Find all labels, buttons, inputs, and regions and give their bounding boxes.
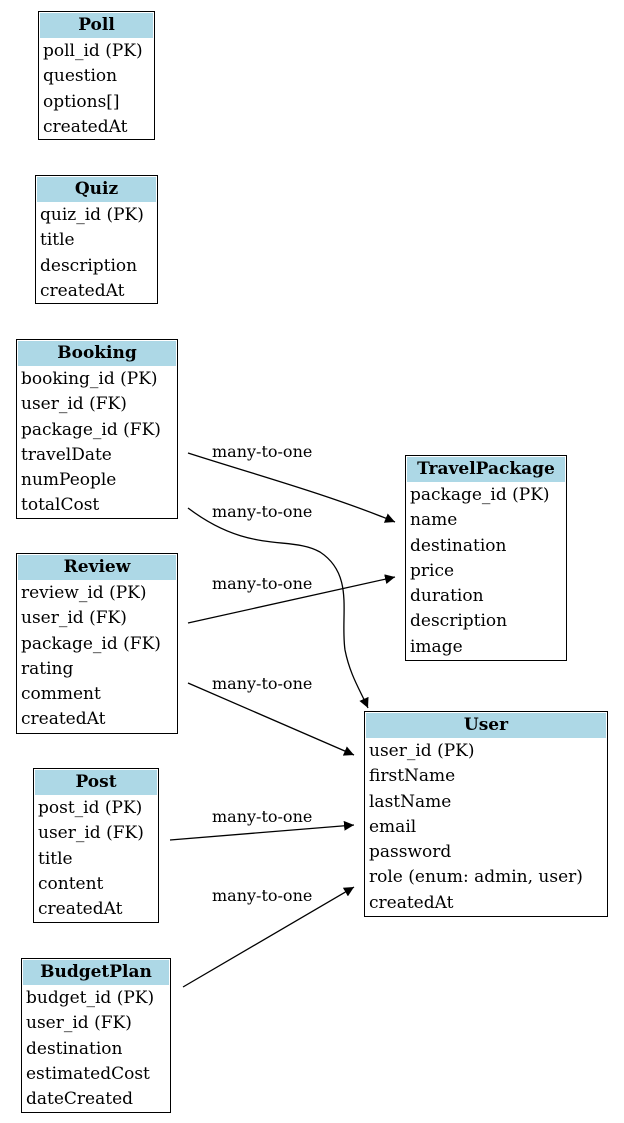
entity-quiz[interactable]: Quiz quiz_id (PK) title description crea… xyxy=(35,175,158,304)
entity-field: budget_id (PK) xyxy=(26,988,155,1008)
edge-review-user: many-to-one xyxy=(187,674,355,756)
entity-field: options[] xyxy=(43,91,120,112)
entity-field: lastName xyxy=(369,791,452,812)
entity-field: image xyxy=(410,636,463,657)
entity-title: User xyxy=(366,713,606,738)
entity-field: post_id (PK) xyxy=(38,798,143,818)
entity-field: firstName xyxy=(369,766,456,787)
entity-field: createdAt xyxy=(369,892,454,913)
entity-title: Review xyxy=(18,555,176,580)
entity-title: Quiz xyxy=(37,177,156,202)
edge-booking-user: many-to-one xyxy=(187,502,369,709)
entity-field: poll_id (PK) xyxy=(43,41,143,61)
entity-field: quiz_id (PK) xyxy=(40,205,144,225)
edge-budgetplan-user: many-to-one xyxy=(182,886,355,988)
entity-field: description xyxy=(410,611,508,632)
entity-field: title xyxy=(40,230,75,251)
entity-poll[interactable]: Poll poll_id (PK) question options[] cre… xyxy=(38,11,155,140)
entity-title: TravelPackage xyxy=(407,457,565,482)
entity-field: email xyxy=(369,816,417,837)
entity-field: package_id (FK) xyxy=(21,419,161,440)
edge-label: many-to-one xyxy=(212,807,312,826)
entity-field: travelDate xyxy=(21,444,112,465)
entity-title: Booking xyxy=(18,341,176,366)
entity-field: role (enum: admin, user) xyxy=(369,867,583,888)
edge-booking-travelpackage: many-to-one xyxy=(187,442,396,523)
entity-field: comment xyxy=(21,684,101,705)
entity-field: description xyxy=(40,255,138,276)
entity-field: estimatedCost xyxy=(26,1063,150,1084)
edge-label: many-to-one xyxy=(212,886,312,905)
entity-field: createdAt xyxy=(40,280,125,301)
entity-review[interactable]: Review review_id (PK) user_id (FK) packa… xyxy=(16,553,178,734)
entity-field: dateCreated xyxy=(26,1089,134,1110)
entity-field: review_id (PK) xyxy=(21,583,147,603)
entity-field: user_id (FK) xyxy=(21,608,127,629)
entity-title: Post xyxy=(35,770,157,795)
entity-field: user_id (FK) xyxy=(26,1013,132,1034)
entity-field: title xyxy=(38,848,73,869)
entity-field: price xyxy=(410,560,455,581)
entity-title: BudgetPlan xyxy=(23,960,169,985)
entity-field: totalCost xyxy=(21,495,100,516)
entity-field: createdAt xyxy=(38,899,123,920)
entity-field: duration xyxy=(410,586,484,607)
entity-field: createdAt xyxy=(21,709,106,730)
edge-label: many-to-one xyxy=(212,442,312,461)
edge-label: many-to-one xyxy=(212,674,312,693)
entity-field: user_id (PK) xyxy=(369,741,475,761)
entity-field: package_id (PK) xyxy=(410,485,550,505)
entity-travelpackage[interactable]: TravelPackage package_id (PK) name desti… xyxy=(405,455,567,661)
entity-field: user_id (FK) xyxy=(21,394,127,415)
entity-post[interactable]: Post post_id (PK) user_id (FK) title con… xyxy=(33,768,159,923)
entity-field: numPeople xyxy=(21,470,117,491)
entity-budgetplan[interactable]: BudgetPlan budget_id (PK) user_id (FK) d… xyxy=(21,958,171,1113)
edge-review-travelpackage: many-to-one xyxy=(187,574,396,624)
entity-booking[interactable]: Booking booking_id (PK) user_id (FK) pac… xyxy=(16,339,178,519)
entity-field: user_id (FK) xyxy=(38,823,144,844)
entity-field: booking_id (PK) xyxy=(21,369,158,389)
entity-field: destination xyxy=(26,1038,123,1059)
entity-field: name xyxy=(410,510,458,531)
entity-field: content xyxy=(38,873,104,894)
entity-title: Poll xyxy=(40,13,153,38)
entity-user[interactable]: User user_id (PK) firstName lastName ema… xyxy=(364,711,608,917)
edge-label: many-to-one xyxy=(212,574,312,593)
edge-post-user: many-to-one xyxy=(169,807,355,841)
entity-field: createdAt xyxy=(43,116,128,137)
entity-field: destination xyxy=(410,535,507,556)
entity-field: package_id (FK) xyxy=(21,633,161,654)
entity-field: question xyxy=(43,66,118,87)
edge-label: many-to-one xyxy=(212,502,312,521)
entity-field: rating xyxy=(21,658,74,679)
entity-field: password xyxy=(369,842,452,863)
